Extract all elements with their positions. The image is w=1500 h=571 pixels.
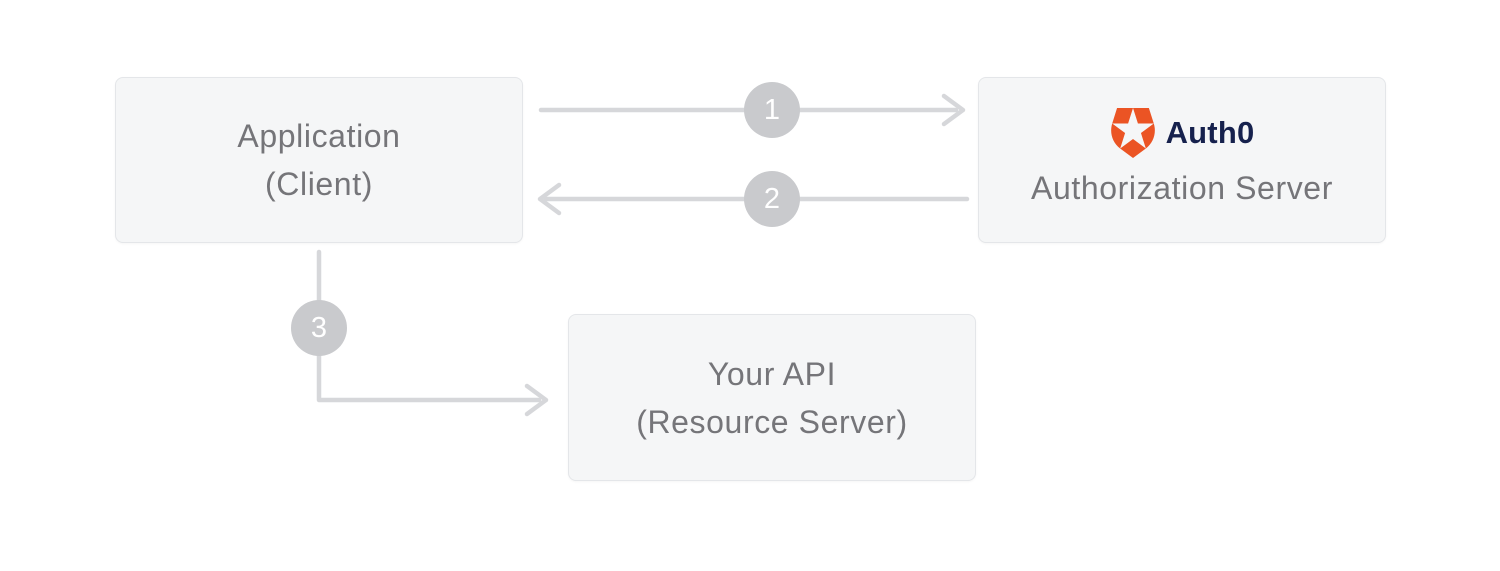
arrow-2-head-left-icon xyxy=(537,182,562,216)
step-badge-1: 1 xyxy=(744,82,800,138)
application-title: Application xyxy=(237,118,401,154)
node-application-client: Application (Client) xyxy=(115,77,523,243)
step-badge-2: 2 xyxy=(744,171,800,227)
arrow-1-head-right-icon xyxy=(941,93,966,127)
arrow-3-elbow-line xyxy=(316,249,542,403)
node-api-resource-server: Your API (Resource Server) xyxy=(568,314,976,481)
auth0-wordmark: Auth0 xyxy=(1165,115,1255,150)
auth0-shield-icon xyxy=(1110,108,1156,158)
authorization-server-label: Authorization Server xyxy=(1031,170,1333,206)
api-subtitle: (Resource Server) xyxy=(636,403,908,440)
node-authorization-server: Auth0 Authorization Server xyxy=(978,77,1386,243)
api-title: Your API xyxy=(707,355,837,392)
auth0-logo: Auth0 xyxy=(1110,108,1255,158)
step-badge-3: 3 xyxy=(291,300,347,356)
application-subtitle: (Client) xyxy=(265,166,373,202)
arrow-3-head-right-icon xyxy=(524,383,549,417)
